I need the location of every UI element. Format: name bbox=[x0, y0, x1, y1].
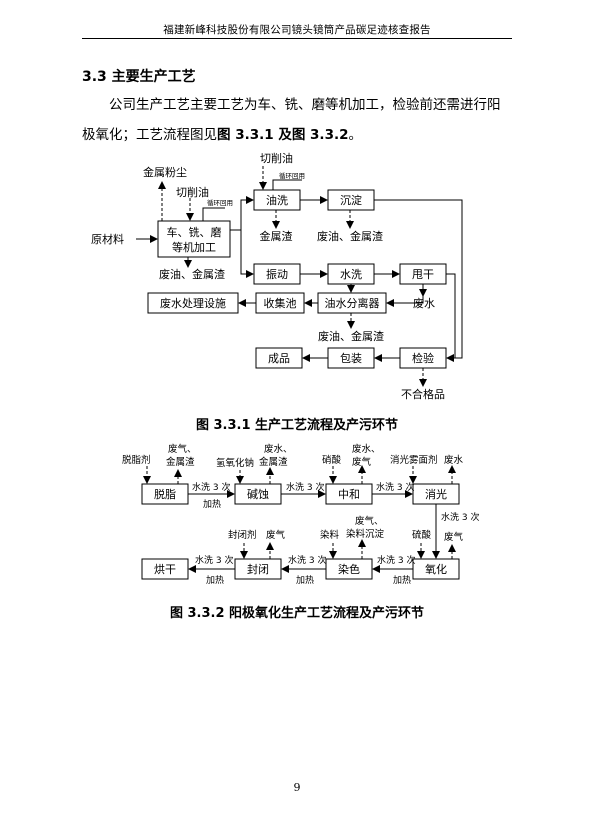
machining-label-1: 车、铣、磨 bbox=[167, 225, 222, 239]
heat-label-1: 加热 bbox=[203, 498, 221, 510]
process-flow-diagram: 金属粉尘 切削油 切削油 循环回用 循环回用 原材料 车、铣、磨 等机加工 油洗… bbox=[91, 151, 463, 401]
cutting-oil-top-label: 切削油 bbox=[260, 151, 293, 165]
wash-label-6: 水洗 3 次 bbox=[288, 554, 326, 566]
sulfuric-label: 硫酸 bbox=[412, 529, 432, 541]
recycle-top-label: 循环回用 bbox=[279, 171, 305, 180]
neutralize-label: 中和 bbox=[338, 488, 360, 501]
wash-label-1: 水洗 3 次 bbox=[192, 481, 230, 493]
wash-label-4: 水洗 3 次 bbox=[441, 511, 479, 523]
waste-water-2-label: 废水 bbox=[444, 454, 464, 466]
figure-2-caption: 图 3.3.2 阳极氧化生产工艺流程及产污环节 bbox=[169, 606, 425, 621]
heat-label-4: 加热 bbox=[393, 574, 411, 586]
and-text: 及 bbox=[273, 127, 292, 143]
wash-label-7: 水洗 3 次 bbox=[377, 554, 415, 566]
etch-label: 碱蚀 bbox=[247, 487, 269, 501]
naoh-label: 氢氧化钠 bbox=[216, 457, 254, 469]
waste-water-slag-b-label: 金属渣 bbox=[259, 456, 288, 468]
figure-1-caption: 图 3.3.1 生产工艺流程及产污环节 bbox=[195, 418, 399, 433]
nitric-label: 硝酸 bbox=[322, 454, 342, 466]
waste-gas-dye-a-label: 废气、 bbox=[355, 515, 384, 527]
wash-label-5: 水洗 3 次 bbox=[195, 554, 233, 566]
body-paragraph: 公司生产工艺主要工艺为车、铣、磨等机加工，检验前还需进行阳极氧化；工艺流程图见图… bbox=[82, 90, 512, 150]
vibrate-label: 振动 bbox=[266, 267, 288, 281]
waste-oil-slag-label-2: 废油、金属渣 bbox=[159, 267, 225, 281]
polish-label: 消光 bbox=[425, 487, 447, 501]
product-label: 成品 bbox=[268, 352, 290, 365]
waste-water-gas-b-label: 废气 bbox=[352, 456, 372, 468]
raw-material-label: 原材料 bbox=[91, 232, 124, 246]
machining-label-2: 等机加工 bbox=[172, 240, 216, 254]
seal-agent-label: 封闭剂 bbox=[228, 529, 257, 541]
pack-label: 包装 bbox=[340, 352, 362, 365]
settle-label: 沉淀 bbox=[340, 193, 362, 207]
wwt-label: 废水处理设施 bbox=[160, 296, 226, 310]
dye-label: 染料 bbox=[320, 529, 340, 541]
waste-water-gas-a-label: 废水、 bbox=[352, 443, 381, 455]
metal-dust-label: 金属粉尘 bbox=[143, 165, 187, 179]
waste-gas-seal-label: 废气 bbox=[266, 529, 286, 541]
inspect-label: 检验 bbox=[412, 351, 434, 365]
wash-label-2: 水洗 3 次 bbox=[286, 481, 324, 493]
heat-label-3: 加热 bbox=[296, 574, 314, 586]
collect-pool-label: 收集池 bbox=[264, 296, 297, 310]
waste-gas-slag-1a-label: 废气、 bbox=[168, 443, 197, 455]
waste-gas-slag-1b-label: 金属渣 bbox=[166, 456, 195, 468]
waste-gas-dye-b-label: 染料沉淀 bbox=[346, 528, 385, 540]
recycle-left-label: 循环回用 bbox=[207, 198, 233, 207]
dyeing-label: 染色 bbox=[338, 562, 360, 576]
paragraph-end: 。 bbox=[348, 127, 362, 143]
oil-water-sep-label: 油水分离器 bbox=[325, 296, 380, 310]
page-header: 福建新峰科技股份有限公司镜头镜筒产品碳足迹核查报告 bbox=[82, 22, 512, 39]
figure-ref-2: 图 3.3.2 bbox=[291, 127, 349, 143]
waste-gas-ox-label: 废气 bbox=[444, 531, 464, 543]
section-heading: 3.3 主要生产工艺 bbox=[82, 69, 196, 85]
oil-wash-label: 油洗 bbox=[266, 193, 288, 207]
waste-water-label: 废水 bbox=[413, 296, 435, 310]
waste-oil-slag-label-1: 废油、金属渣 bbox=[317, 229, 383, 243]
dry-label: 甩干 bbox=[412, 268, 434, 281]
machining-box bbox=[157, 220, 231, 258]
degreaser-label: 脱脂剂 bbox=[122, 454, 151, 466]
dry-label-2: 烘干 bbox=[154, 562, 176, 576]
figure-ref-1: 图 3.3.1 bbox=[217, 127, 274, 143]
reject-label: 不合格品 bbox=[401, 387, 445, 401]
metal-slag-label: 金属渣 bbox=[260, 229, 293, 243]
waste-water-slag-a-label: 废水、 bbox=[264, 443, 293, 455]
wash-label-3: 水洗 3 次 bbox=[376, 481, 414, 493]
seal-label: 封闭 bbox=[247, 562, 269, 576]
cutting-oil-left-label: 切削油 bbox=[176, 185, 209, 199]
water-wash-label: 水洗 bbox=[340, 268, 362, 281]
polish-agent-label: 消光雾面剂 bbox=[390, 454, 438, 466]
anodizing-flow-diagram: 脱脂剂 废气、 金属渣 氢氧化钠 废水、 金属渣 硝酸 废水、 废气 消光雾面剂… bbox=[122, 443, 479, 586]
oxidize-label: 氧化 bbox=[425, 562, 447, 576]
degrease-label: 脱脂 bbox=[154, 487, 176, 501]
waste-oil-slag-label-3: 废油、金属渣 bbox=[318, 329, 384, 343]
page-number: 9 bbox=[293, 781, 301, 794]
paragraph-text: 公司生产工艺主要工艺为车、铣、磨等机加工，检验前还需进行阳极氧化；工艺流程图见 bbox=[82, 97, 501, 143]
heat-label-2: 加热 bbox=[206, 574, 224, 586]
